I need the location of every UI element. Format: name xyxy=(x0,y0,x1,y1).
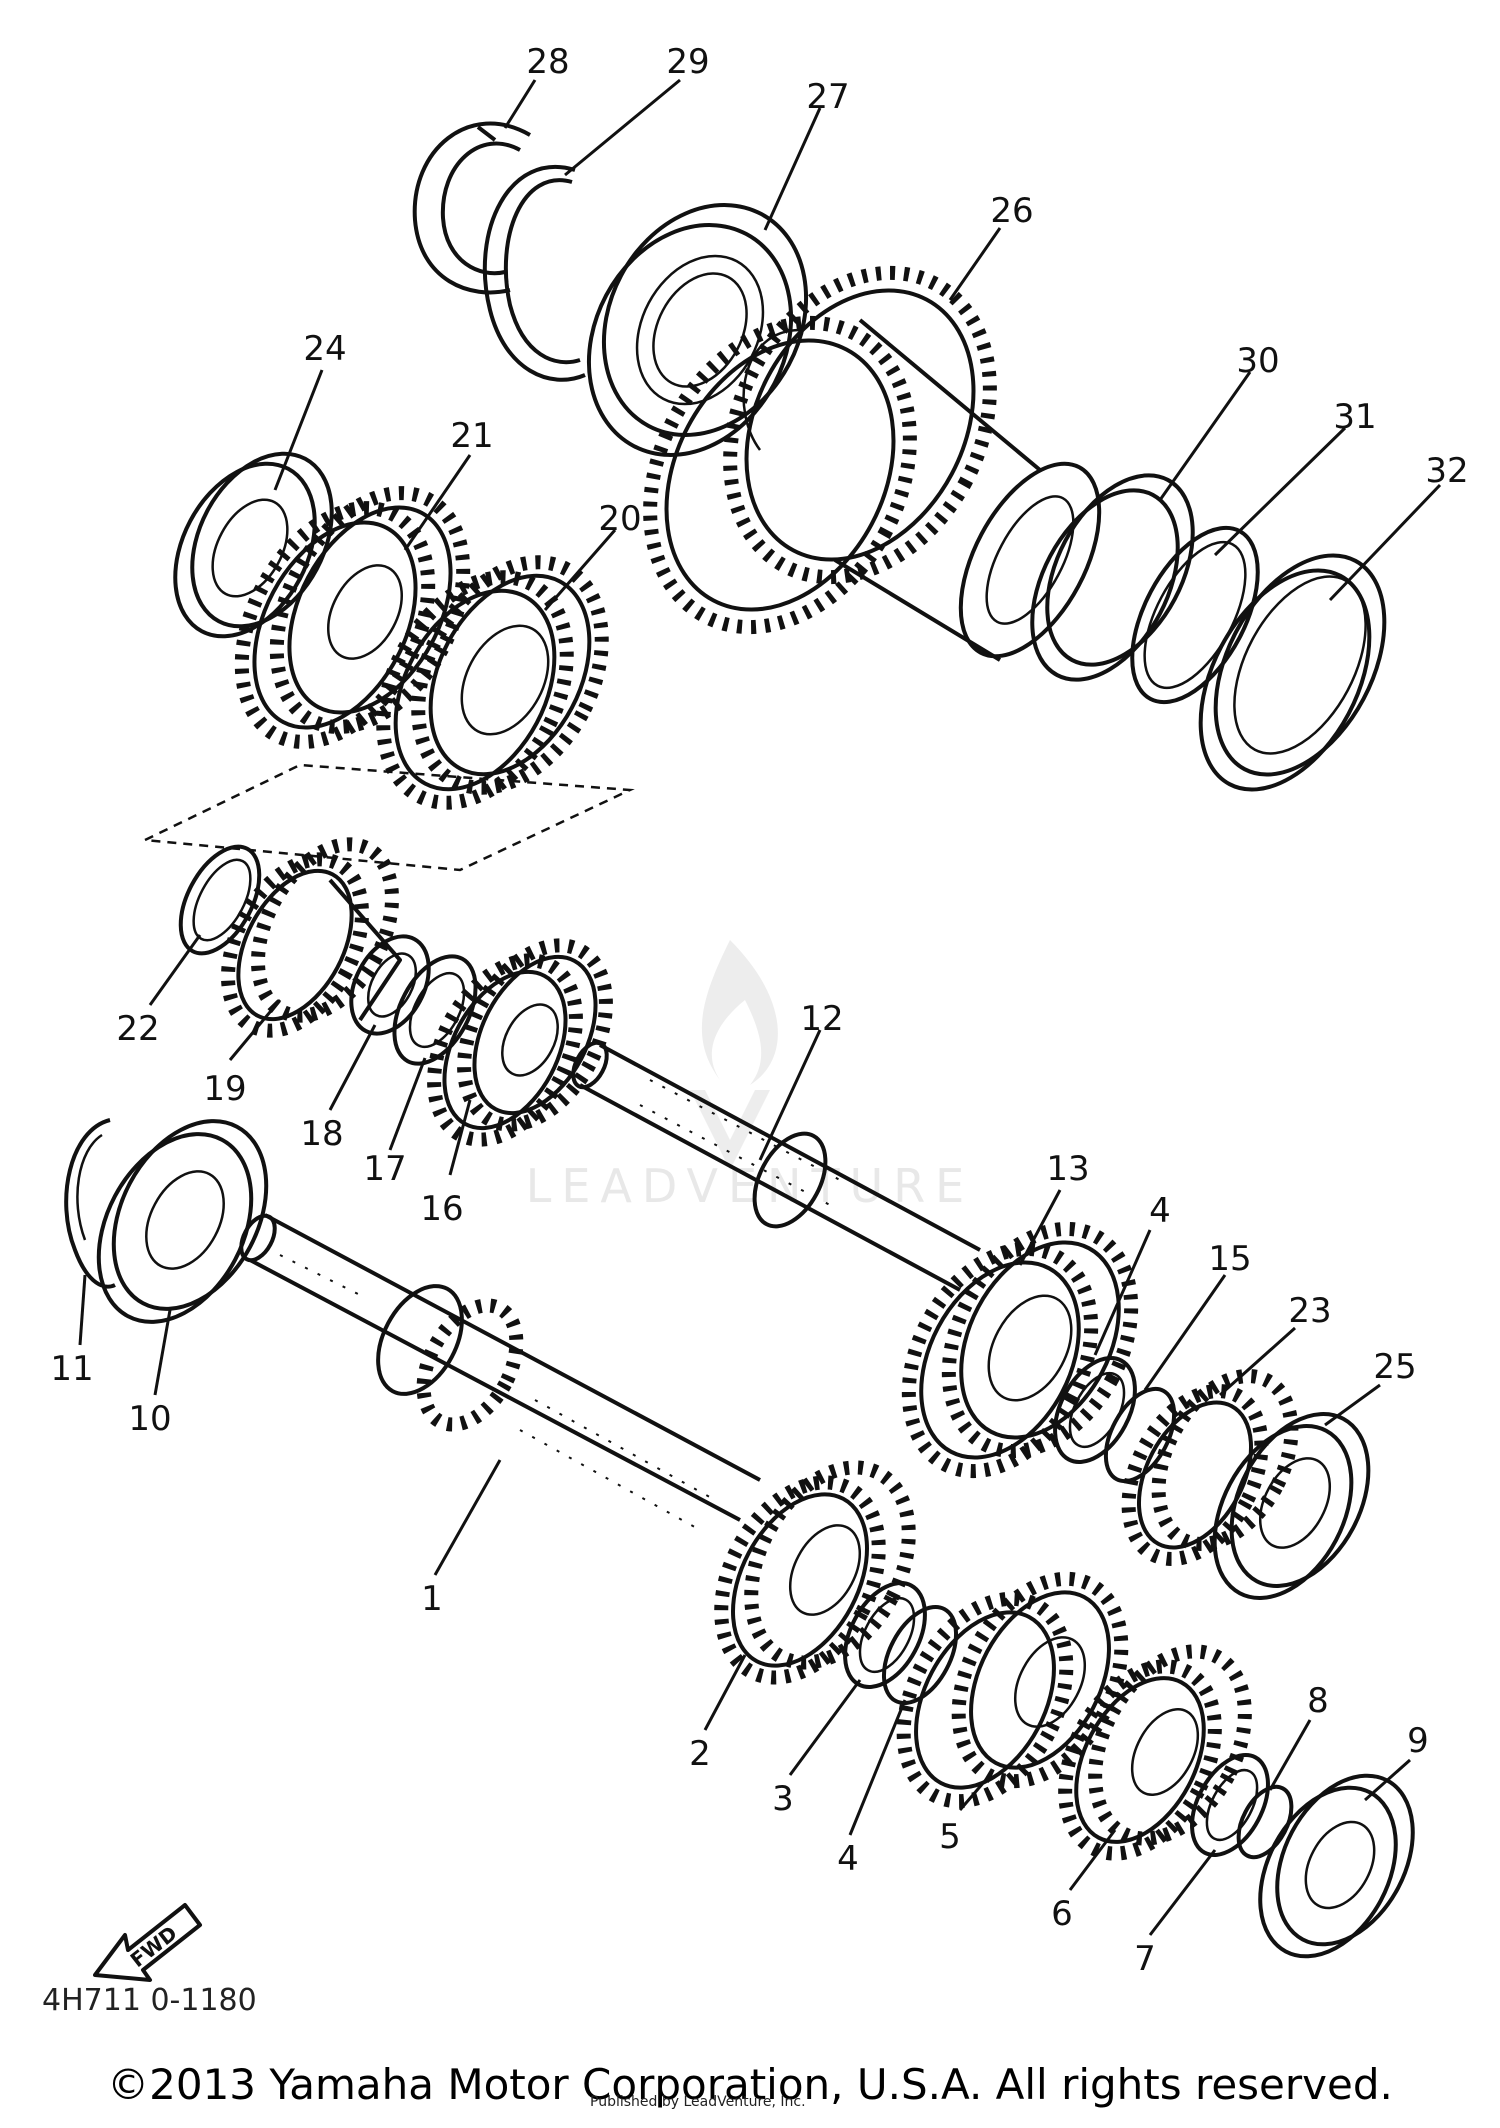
callout-9: 9 xyxy=(1407,1721,1429,1761)
part-18-bushing xyxy=(349,934,431,1036)
part-32-oil-seal xyxy=(1198,553,1387,792)
part-12-main-axle xyxy=(571,1040,981,1292)
fwd-arrow-icon: FWD xyxy=(93,1903,202,1982)
callout-7: 7 xyxy=(1134,1939,1156,1979)
part-30-bearing xyxy=(1030,473,1195,682)
callout-3: 3 xyxy=(772,1779,794,1819)
part-1-drive-axle xyxy=(239,1213,761,1531)
part-26-drive-gear xyxy=(643,265,1102,662)
part-2-gear xyxy=(714,1460,916,1685)
callout-29: 29 xyxy=(666,42,709,82)
callout-1: 1 xyxy=(421,1579,443,1619)
callout-12: 12 xyxy=(800,999,843,1039)
callout-32: 32 xyxy=(1425,451,1468,491)
part-10-bearing xyxy=(96,1119,269,1324)
leader-lines xyxy=(78,78,1442,1936)
callout-6: 6 xyxy=(1051,1894,1073,1934)
callout-17: 17 xyxy=(363,1149,406,1189)
callout-4-lower: 4 xyxy=(837,1839,859,1879)
part-9-bearing xyxy=(1258,1773,1415,1959)
callout-11: 11 xyxy=(50,1349,93,1389)
part-27-bearing xyxy=(586,203,809,457)
part-22-circlip xyxy=(178,844,262,956)
part-19-gear xyxy=(221,837,402,1038)
callout-10: 10 xyxy=(128,1399,171,1439)
callout-18: 18 xyxy=(300,1114,343,1154)
watermark-logo xyxy=(690,940,778,1170)
part-29-circlip xyxy=(482,164,586,382)
watermark-text: LEADVENTURE xyxy=(526,1159,975,1213)
callout-28: 28 xyxy=(526,42,569,82)
part-8-circlip xyxy=(1236,1784,1294,1860)
part-7-washer xyxy=(1190,1753,1270,1857)
callout-22: 22 xyxy=(116,1009,159,1049)
part-21-gear xyxy=(234,486,471,749)
callout-2: 2 xyxy=(689,1734,711,1774)
part-3-washer xyxy=(843,1581,927,1689)
callout-13: 13 xyxy=(1046,1149,1089,1189)
reference-bracket xyxy=(140,763,635,872)
part-15-circlip xyxy=(1103,1386,1177,1484)
part-4-washer-lower xyxy=(881,1604,959,1706)
callout-4-upper: 4 xyxy=(1149,1191,1171,1231)
part-16-gear xyxy=(427,938,613,1147)
callout-25: 25 xyxy=(1373,1347,1416,1387)
part-28-circlip xyxy=(412,121,532,295)
callout-8: 8 xyxy=(1307,1681,1329,1721)
callout-20: 20 xyxy=(598,499,641,539)
part-25-bearing xyxy=(1212,1412,1371,1600)
callout-24: 24 xyxy=(303,329,346,369)
callout-16: 16 xyxy=(420,1189,463,1229)
part-13-gear xyxy=(901,1221,1139,1479)
part-20-gear xyxy=(376,555,609,810)
copyright-notice: ©2013 Yamaha Motor Corporation, U.S.A. A… xyxy=(107,2060,1393,2109)
drawing-code: 4H711 0-1180 xyxy=(42,1983,257,2018)
callout-31: 31 xyxy=(1333,397,1376,437)
callout-23: 23 xyxy=(1288,1291,1331,1331)
callout-27: 27 xyxy=(806,77,849,117)
callout-5: 5 xyxy=(939,1817,961,1857)
part-11-circlip xyxy=(64,1118,116,1289)
callout-21: 21 xyxy=(450,416,493,456)
part-4-washer-upper xyxy=(1053,1356,1137,1464)
part-31-circlip xyxy=(1130,525,1260,705)
callout-19: 19 xyxy=(203,1069,246,1109)
callout-15: 15 xyxy=(1208,1239,1251,1279)
callout-26: 26 xyxy=(990,191,1033,231)
callout-30: 30 xyxy=(1236,341,1279,381)
publisher-note: Published by LeadVenture, Inc. xyxy=(590,2094,806,2110)
